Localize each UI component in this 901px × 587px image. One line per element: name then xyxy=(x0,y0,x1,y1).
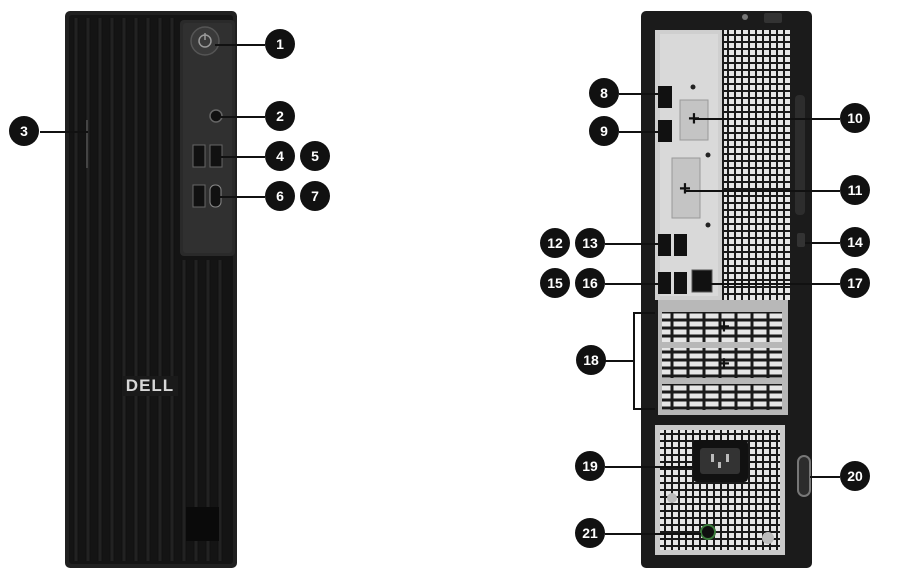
callout-1: 1 xyxy=(265,29,295,59)
callout-9: 9 xyxy=(589,116,619,146)
usb-a-rear-1 xyxy=(658,234,671,256)
ethernet-port xyxy=(691,269,713,293)
callout-line-8 xyxy=(619,93,659,95)
expansion-slot-2 xyxy=(662,348,782,378)
callout-line-13 xyxy=(605,243,670,245)
optional-port-1 xyxy=(679,99,709,141)
optional-port-2 xyxy=(671,157,701,219)
optical-drive-slot xyxy=(86,120,88,168)
callout-12: 12 xyxy=(540,228,570,258)
usb-a-rear-4 xyxy=(674,272,687,294)
usb-a-port-front-1 xyxy=(192,144,206,168)
callout-bracket-18 xyxy=(633,312,635,409)
displayport-2 xyxy=(658,120,672,142)
callout-18: 18 xyxy=(576,345,606,375)
callout-line-21 xyxy=(605,533,701,535)
callout-line-3 xyxy=(40,131,88,133)
callout-20: 20 xyxy=(840,461,870,491)
callout-5: 5 xyxy=(300,141,330,171)
callout-3: 3 xyxy=(9,116,39,146)
callout-14: 14 xyxy=(840,227,870,257)
callout-10: 10 xyxy=(840,103,870,133)
svg-text:+: + xyxy=(718,353,730,375)
callout-line-2 xyxy=(221,116,265,118)
front-grille xyxy=(73,18,223,561)
rear-vent-upper xyxy=(724,30,790,300)
callout-16: 16 xyxy=(575,268,605,298)
psu-diagnostic-button[interactable] xyxy=(700,524,716,540)
callout-2: 2 xyxy=(265,101,295,131)
callout-17: 17 xyxy=(840,268,870,298)
expansion-slot-1 xyxy=(662,312,782,342)
callout-15: 15 xyxy=(540,268,570,298)
callout-bracket-18-bottom xyxy=(633,408,655,410)
callout-21: 21 xyxy=(575,518,605,548)
callout-line-19 xyxy=(605,466,695,468)
callout-line-16 xyxy=(605,283,670,285)
callout-line-4 xyxy=(218,156,265,158)
callout-6: 6 xyxy=(265,181,295,211)
callout-4: 4 xyxy=(265,141,295,171)
callout-line-20 xyxy=(810,476,840,478)
callout-line-18 xyxy=(604,360,634,362)
front-badge-area xyxy=(186,507,219,541)
callout-line-14 xyxy=(805,242,840,244)
usb-a-rear-2 xyxy=(674,234,687,256)
callout-line-10 xyxy=(694,118,840,120)
callout-19: 19 xyxy=(575,451,605,481)
svg-text:+: + xyxy=(718,316,730,338)
callout-7: 7 xyxy=(300,181,330,211)
callout-line-1 xyxy=(215,44,265,46)
svg-text:+: + xyxy=(679,178,691,200)
callout-line-17 xyxy=(706,283,840,285)
displayport-1 xyxy=(658,86,672,108)
callout-11: 11 xyxy=(840,175,870,205)
security-slot xyxy=(797,233,805,247)
callout-line-11 xyxy=(686,190,840,192)
padlock-ring xyxy=(797,455,811,497)
usb-a-port-front-3 xyxy=(192,184,206,208)
callout-line-9 xyxy=(619,131,659,133)
callout-line-6 xyxy=(218,196,265,198)
dell-logo: DELL xyxy=(122,376,178,396)
callout-13: 13 xyxy=(575,228,605,258)
callout-8: 8 xyxy=(589,78,619,108)
power-button[interactable] xyxy=(190,26,220,56)
callout-bracket-18-top xyxy=(633,312,655,314)
